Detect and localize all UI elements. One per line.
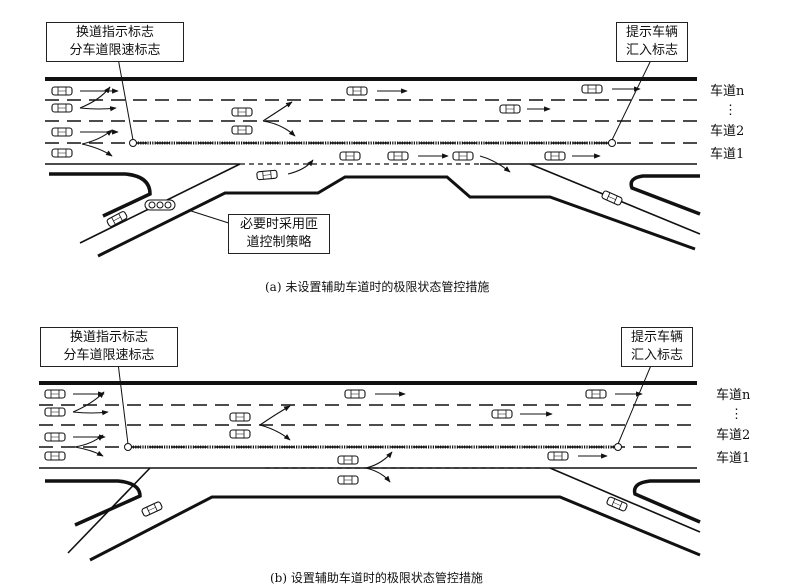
car	[387, 151, 409, 161]
caption-b: (b) 设置辅助车道时的极限状态管控措施	[270, 571, 483, 585]
control-point-end	[608, 139, 616, 147]
road-edge-bottom	[45, 163, 241, 244]
offramp-edge	[549, 467, 701, 533]
ramp-edge-outer	[49, 172, 152, 218]
panel-b-arrows	[72, 391, 643, 483]
car	[452, 151, 474, 161]
callout-line: 必要时采用匝	[239, 217, 318, 232]
car	[231, 125, 253, 135]
car	[337, 475, 359, 485]
lane-label-n: 车道n	[710, 84, 745, 99]
car	[600, 189, 624, 207]
lane-label-2: 车道2	[716, 428, 751, 443]
callout-line: 道控制策略	[246, 235, 312, 250]
panel-b-leader-lines	[117, 362, 653, 445]
car	[337, 455, 359, 465]
car	[44, 451, 66, 461]
car	[231, 107, 253, 117]
lane-label-n: 车道n	[716, 388, 751, 403]
car	[547, 451, 569, 461]
car	[339, 151, 361, 161]
control-point-end	[614, 443, 622, 451]
merge-warning-sign-callout: 提示车辆 汇入标志	[616, 22, 688, 62]
car	[51, 127, 73, 137]
car	[44, 389, 66, 399]
car	[491, 409, 513, 419]
car	[544, 151, 566, 161]
car	[581, 84, 603, 94]
car	[140, 500, 164, 518]
ramp-signal	[144, 199, 176, 211]
lane-label-1: 车道1	[710, 147, 745, 162]
panel-a-road	[45, 77, 701, 258]
change-lane-sign-callout: 换道指示标志 分车道限速标志	[40, 327, 178, 367]
ramp-edge-inner	[89, 495, 701, 562]
change-lane-sign-callout: 换道指示标志 分车道限速标志	[46, 22, 184, 62]
merge-warning-sign-callout: 提示车辆 汇入标志	[621, 327, 693, 367]
callout-line: 换道指示标志	[69, 330, 148, 345]
callout-line: 提示车辆	[630, 330, 683, 345]
caption-a: (a) 未设置辅助车道时的极限状态管控措施	[265, 280, 490, 294]
car	[44, 407, 66, 417]
control-point-start	[124, 443, 132, 451]
panel-a-arrows	[79, 86, 641, 175]
car	[344, 389, 366, 399]
callout-line: 换道指示标志	[75, 25, 154, 40]
car	[605, 495, 629, 513]
car	[256, 169, 278, 181]
lane-label-ellipsis: ⋮	[730, 407, 743, 422]
callout-line: 分车道限速标志	[69, 43, 161, 58]
car	[499, 104, 521, 114]
callout-line: 分车道限速标志	[63, 348, 155, 363]
lane-label-1: 车道1	[716, 451, 751, 466]
ramp-control-callout: 必要时采用匝 道控制策略	[228, 214, 330, 254]
car	[346, 86, 368, 96]
car	[44, 432, 66, 442]
ramp-edge-inner	[97, 175, 696, 258]
callout-line: 汇入标志	[625, 43, 678, 58]
car	[229, 429, 251, 439]
car	[229, 412, 251, 422]
ramp-edge-outer	[45, 479, 142, 527]
car	[51, 103, 73, 113]
car	[51, 86, 73, 96]
car	[51, 148, 73, 158]
panel-a-vehicles	[51, 84, 624, 228]
lane-label-ellipsis: ⋮	[724, 103, 737, 118]
car	[585, 389, 607, 399]
callout-line: 汇入标志	[630, 348, 683, 363]
callout-line: 提示车辆	[625, 25, 678, 40]
lane-label-2: 车道2	[710, 124, 745, 139]
control-point-start	[129, 139, 137, 147]
panel-b-road	[39, 381, 701, 562]
